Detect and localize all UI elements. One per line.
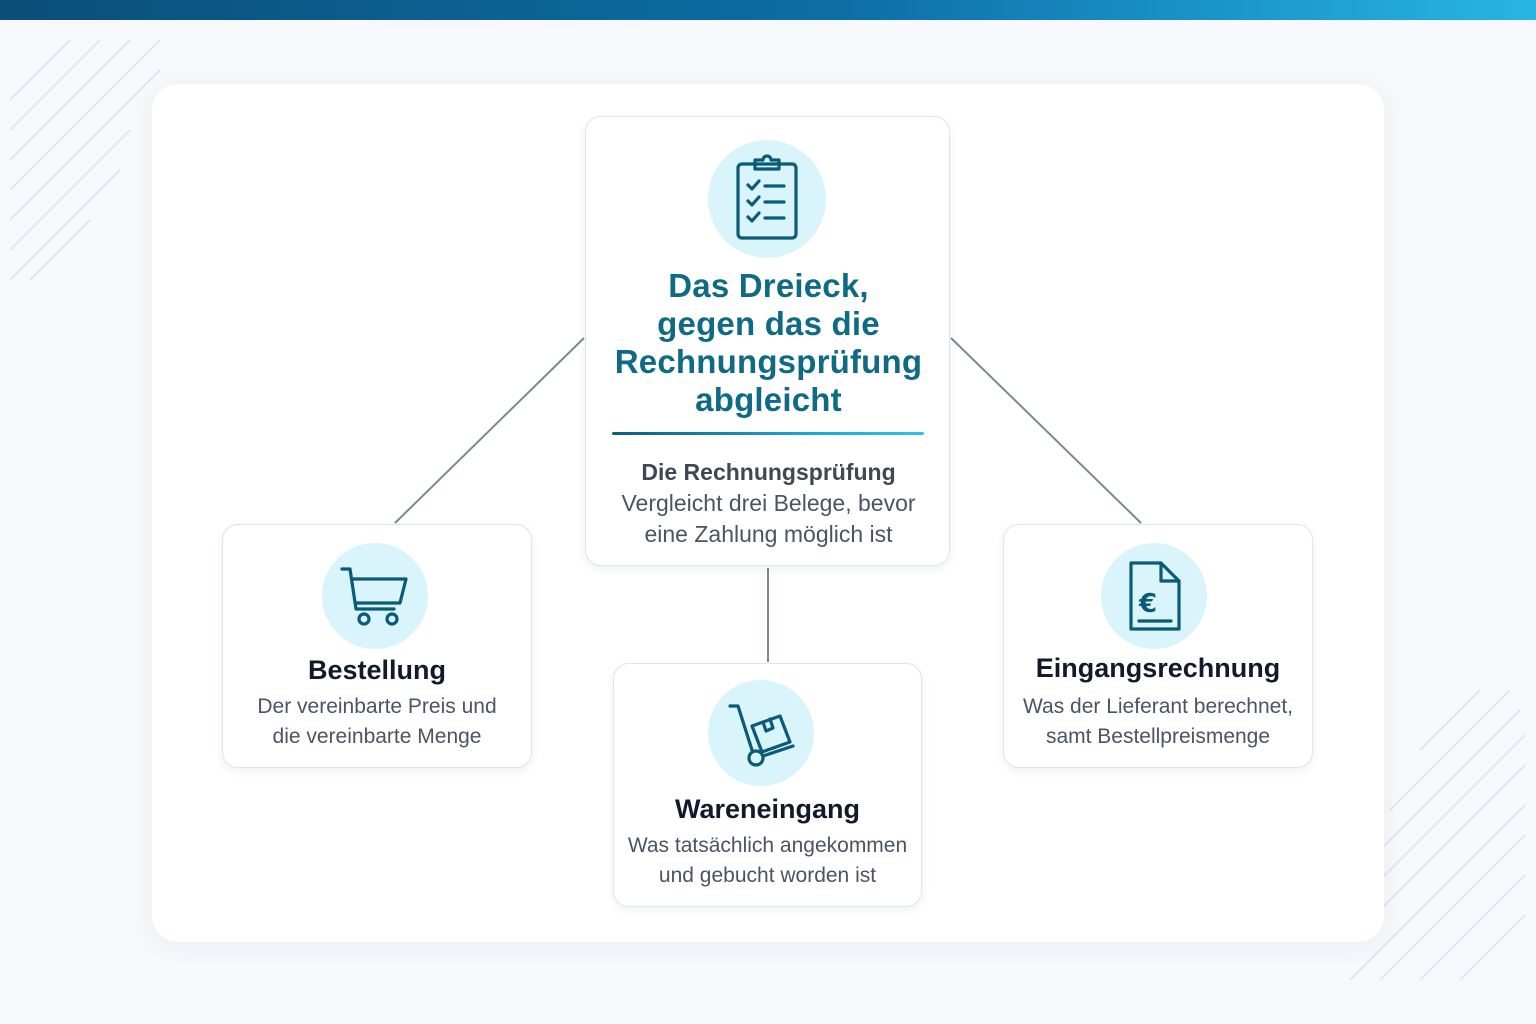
- decorative-hatch-top-left: [10, 40, 161, 280]
- node-description: Der vereinbarte Preis und die vereinbart…: [223, 692, 531, 752]
- node-description-line: Was tatsächlich angekommen: [627, 834, 908, 857]
- node-description: Was tatsächlich angekommen und gebucht w…: [614, 831, 921, 891]
- center-title-line: Rechnungsprüfung: [614, 343, 923, 380]
- node-card-wareneingang: Wareneingang Was tatsächlich angekommen …: [613, 663, 922, 907]
- center-title-line: gegen das die: [657, 305, 880, 342]
- center-card: Das Dreieck, gegen das die Rechnungsprüf…: [585, 116, 950, 566]
- center-description: Die Rechnungsprüfung Vergleicht drei Bel…: [596, 457, 941, 550]
- node-card-eingangsrechnung: € Eingangsrechnung Was der Lieferant ber…: [1003, 524, 1313, 768]
- center-divider: [612, 432, 924, 435]
- node-card-bestellung: Bestellung Der vereinbarte Preis und die…: [222, 524, 532, 768]
- center-subtitle: Die Rechnungsprüfung: [641, 459, 896, 485]
- node-description-line: Der vereinbarte Preis und: [257, 695, 497, 718]
- node-description: Was der Lieferant berechnet, samt Bestel…: [1004, 692, 1312, 752]
- node-description-line: Was der Lieferant berechnet,: [1022, 695, 1294, 718]
- euro-document-icon: €: [1129, 561, 1181, 631]
- node-icon-circle: [322, 543, 428, 649]
- connector-left: [394, 337, 585, 524]
- node-title: Eingangsrechnung: [1035, 653, 1281, 683]
- top-accent-bar: [0, 0, 1536, 20]
- node-title: Bestellung: [307, 655, 447, 685]
- node-description-line: samt Bestellpreismenge: [1045, 725, 1271, 748]
- clipboard-checklist-icon: [736, 154, 798, 240]
- shopping-cart-icon: [340, 567, 408, 626]
- node-icon-circle: €: [1101, 543, 1207, 649]
- center-title-line: abgleicht: [695, 381, 842, 418]
- center-description-line: eine Zahlung möglich ist: [644, 521, 893, 547]
- node-icon-circle: [708, 680, 814, 786]
- node-title: Wareneingang: [674, 794, 861, 824]
- center-title-line: Das Dreieck,: [668, 267, 869, 304]
- hand-truck-icon: [728, 704, 795, 767]
- svg-text:€: €: [1138, 589, 1157, 619]
- center-icon-circle: [708, 140, 826, 258]
- connector-right: [950, 337, 1142, 524]
- node-description-line: die vereinbarte Menge: [272, 725, 482, 748]
- center-description-line: Vergleicht drei Belege, bevor: [621, 490, 916, 516]
- node-description-line: und gebucht worden ist: [658, 864, 877, 887]
- center-title: Das Dreieck, gegen das die Rechnungsprüf…: [596, 267, 941, 419]
